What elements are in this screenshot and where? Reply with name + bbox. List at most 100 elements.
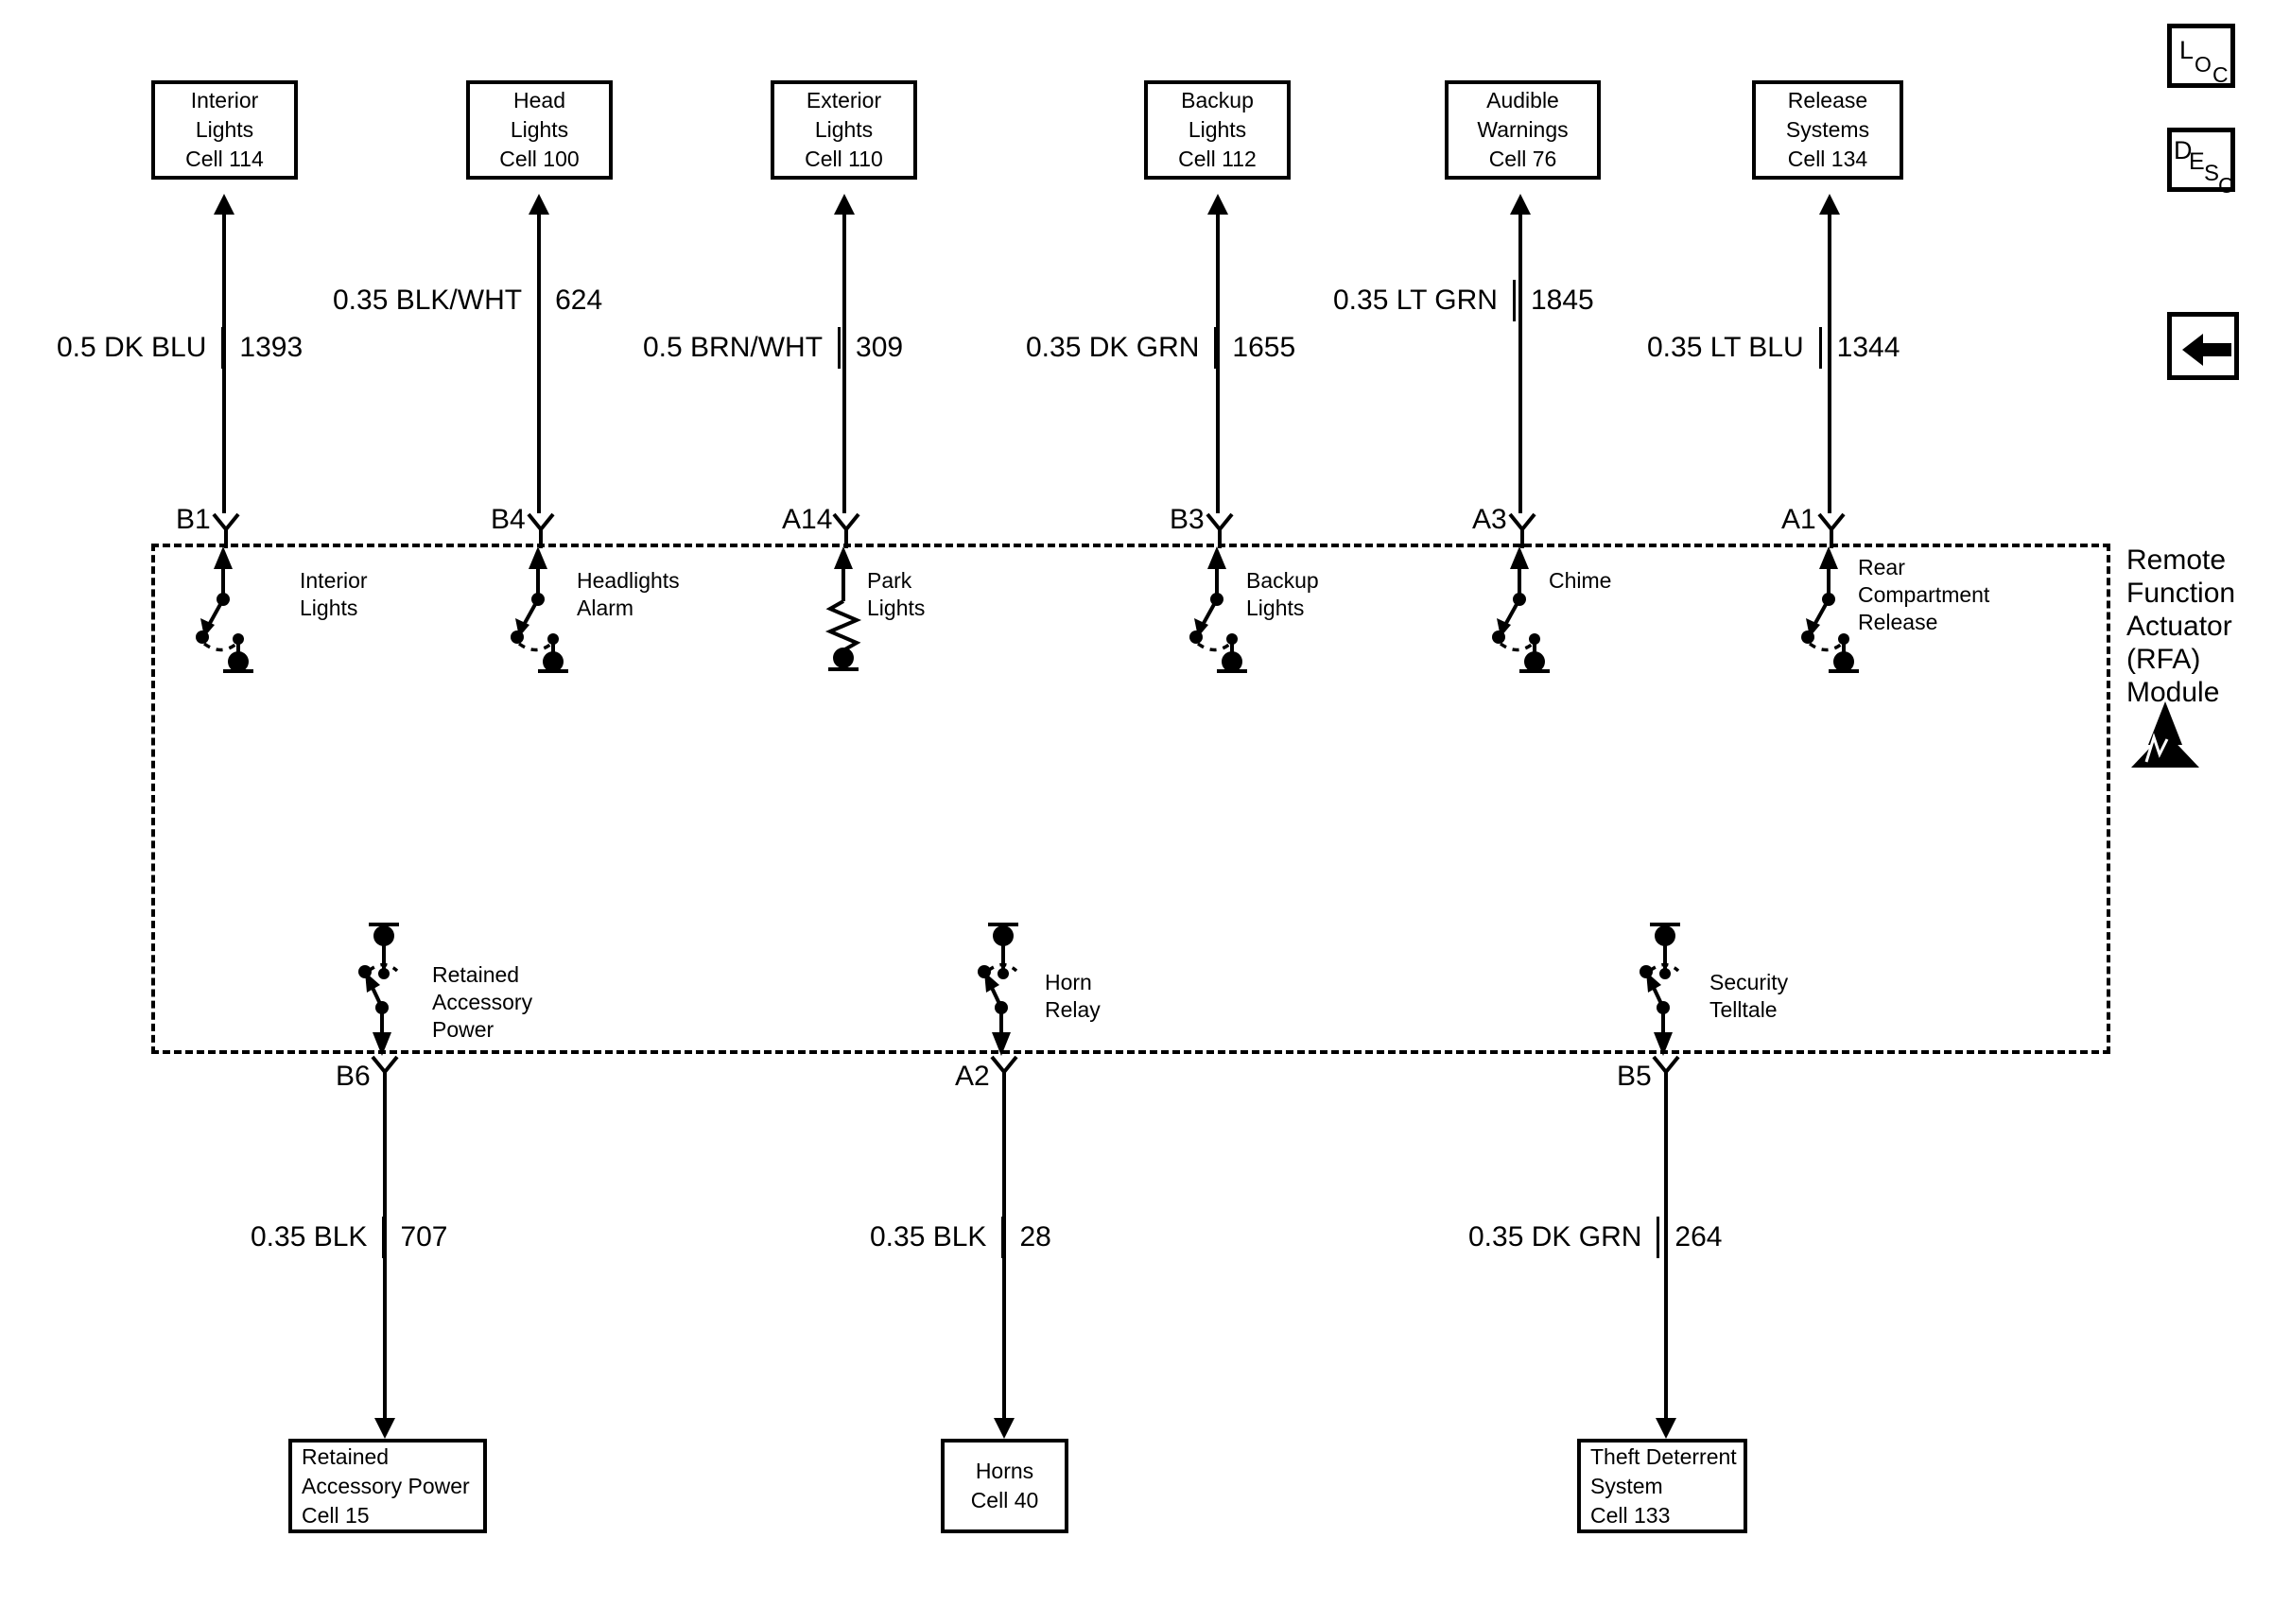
component-box-theft-deterrent-system[interactable]: Theft Deterrent System Cell 133 xyxy=(1577,1439,1747,1533)
wire-color-gauge: 0.35 BLK xyxy=(251,1221,368,1253)
terminal-symbol xyxy=(1508,512,1536,548)
rfa-module-boundary xyxy=(151,544,2110,1054)
wire-label-624: 0.35 BLK/WHT 624 xyxy=(333,280,602,321)
switch-label-line: Security xyxy=(1709,970,1789,994)
pin-id-a3: A3 xyxy=(1472,504,1507,535)
box-line: Interior xyxy=(190,88,259,112)
wire-line xyxy=(383,1092,387,1427)
terminal-symbol xyxy=(371,1055,399,1095)
terminal-symbol xyxy=(990,1055,1018,1095)
switch-label-chime: Chime xyxy=(1549,567,1611,595)
pin-id-b4: B4 xyxy=(491,504,526,535)
back-button[interactable] xyxy=(2167,312,2239,380)
wire-line xyxy=(1828,213,1831,513)
box-line: Systems xyxy=(1785,117,1870,142)
wire-label-divider xyxy=(1001,1217,1005,1258)
wire-circuit-number: 624 xyxy=(555,285,603,316)
wire-arrow-down xyxy=(994,1418,1015,1439)
box-line: Cell 40 xyxy=(970,1488,1039,1512)
wire-label-309: 0.5 BRN/WHT 309 xyxy=(643,327,903,369)
wire-label-1655: 0.35 DK GRN 1655 xyxy=(1026,327,1295,369)
component-box-retained-accessory-power[interactable]: Retained Accessory Power Cell 15 xyxy=(288,1439,487,1533)
electrostatic-discharge-warning-icon xyxy=(2131,701,2199,768)
switch-label-line: Interior xyxy=(300,568,368,593)
wire-circuit-number: 1655 xyxy=(1232,332,1296,363)
wire-label-1845: 0.35 LT GRN 1845 xyxy=(1333,280,1594,321)
desc-letter: E xyxy=(2189,148,2205,175)
box-line: Accessory Power xyxy=(302,1473,470,1498)
box-line: Head xyxy=(513,88,565,112)
loc-button[interactable]: L O C xyxy=(2167,24,2235,88)
wire-circuit-number: 1393 xyxy=(239,332,304,363)
wire-circuit-number: 1845 xyxy=(1530,285,1594,316)
switch-label-backup-lights: Backup Lights xyxy=(1246,567,1319,622)
wire-label-divider xyxy=(838,327,842,369)
wire-circuit-number: 264 xyxy=(1674,1221,1723,1253)
switch-label-line: Park xyxy=(867,568,912,593)
module-label-line: Module xyxy=(2126,677,2220,708)
wire-arrow-down xyxy=(1656,1418,1676,1439)
switch-label-line: Rear xyxy=(1858,555,1905,579)
switch-label-line: Chime xyxy=(1549,568,1612,593)
pin-id-b1: B1 xyxy=(176,504,211,535)
wire-label-divider xyxy=(1657,1217,1660,1258)
switch-label-line: Lights xyxy=(867,596,926,620)
wire-line xyxy=(537,213,541,513)
wire-color-gauge: 0.35 BLK xyxy=(870,1221,987,1253)
internal-switch-headlights-alarm xyxy=(511,546,568,673)
switch-label-headlights-alarm: Headlights Alarm xyxy=(577,567,680,622)
component-box-horns[interactable]: Horns Cell 40 xyxy=(941,1439,1068,1533)
wire-label-divider xyxy=(221,327,225,369)
terminal-symbol xyxy=(1817,512,1846,548)
internal-switch-rear-compartment-release xyxy=(1801,546,1859,673)
wire-label-264: 0.35 DK GRN 264 xyxy=(1468,1217,1722,1258)
wire-arrow-up xyxy=(1819,194,1840,215)
wire-circuit-number: 309 xyxy=(856,332,904,363)
wire-label-28: 0.35 BLK 28 xyxy=(870,1217,1051,1258)
wire-label-707: 0.35 BLK 707 xyxy=(251,1217,448,1258)
wire-arrow-up xyxy=(1207,194,1228,215)
wire-color-gauge: 0.35 DK GRN xyxy=(1026,332,1200,363)
component-box-exterior-lights[interactable]: Exterior Lights Cell 110 xyxy=(771,80,917,180)
wire-circuit-number: 707 xyxy=(400,1221,448,1253)
wire-line xyxy=(1216,213,1220,513)
switch-label-line: Horn xyxy=(1045,970,1092,994)
switch-label-line: Relay xyxy=(1045,997,1101,1022)
desc-letter: C xyxy=(2218,173,2234,198)
internal-switch-chime xyxy=(1492,546,1550,673)
switch-label-security-telltale: Security Telltale xyxy=(1709,969,1788,1024)
box-line: Cell 133 xyxy=(1590,1502,1671,1528)
pin-id-a2: A2 xyxy=(955,1061,990,1092)
switch-label-horn-relay: Horn Relay xyxy=(1045,969,1101,1024)
switch-label-line: Headlights xyxy=(577,568,680,593)
box-line: Lights xyxy=(195,117,254,142)
switch-label-line: Alarm xyxy=(577,596,634,620)
wire-arrow-up xyxy=(1510,194,1531,215)
component-box-audible-warnings[interactable]: Audible Warnings Cell 76 xyxy=(1445,80,1601,180)
desc-button[interactable]: D E S C xyxy=(2167,128,2235,197)
module-label-line: Function xyxy=(2126,578,2236,609)
component-box-head-lights[interactable]: Head Lights Cell 100 xyxy=(466,80,613,180)
component-box-backup-lights[interactable]: Backup Lights Cell 112 xyxy=(1144,80,1291,180)
box-line: Theft Deterrent xyxy=(1590,1443,1737,1469)
box-line: Audible xyxy=(1486,88,1559,112)
box-line: Lights xyxy=(1188,117,1247,142)
switch-label-line: Release xyxy=(1858,610,1938,634)
wire-arrow-up xyxy=(214,194,234,215)
internal-switch-interior-lights xyxy=(196,546,253,673)
switch-label-interior-lights: Interior Lights xyxy=(300,567,368,622)
box-line: Cell 100 xyxy=(499,147,580,171)
wire-arrow-down xyxy=(374,1418,395,1439)
component-box-interior-lights[interactable]: Interior Lights Cell 114 xyxy=(151,80,298,180)
component-box-release-systems[interactable]: Release Systems Cell 134 xyxy=(1752,80,1903,180)
switch-label-line: Telltale xyxy=(1709,997,1778,1022)
terminal-symbol xyxy=(527,512,555,548)
pin-id-a14: A14 xyxy=(782,504,833,535)
box-line: Retained xyxy=(302,1443,390,1469)
wire-color-gauge: 0.5 DK BLU xyxy=(57,332,207,363)
loc-letter: O xyxy=(2195,52,2212,77)
wire-label-divider xyxy=(382,1217,386,1258)
wire-label-1393: 0.5 DK BLU 1393 xyxy=(57,327,303,369)
switch-label-line: Retained xyxy=(432,962,520,987)
desc-letter: D xyxy=(2174,136,2193,164)
